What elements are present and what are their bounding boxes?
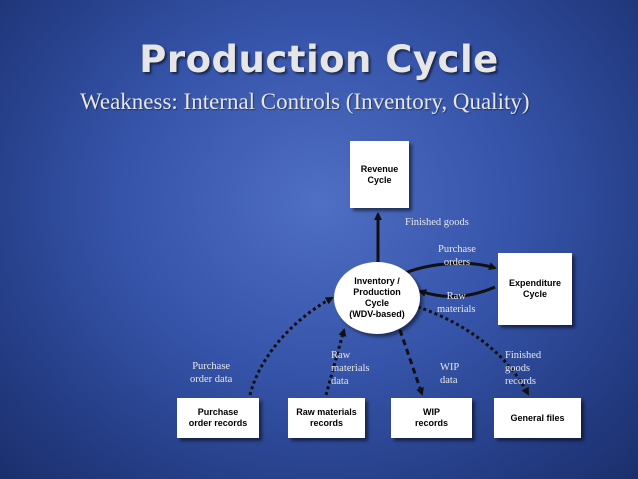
slide-subtitle: Weakness: Internal Controls (Inventory, … <box>80 89 530 114</box>
label-finished-goods: Finished goods <box>405 217 469 228</box>
label-wip-data: WIP data <box>440 362 460 386</box>
slide-title: Production Cycle <box>139 38 499 81</box>
inventory-production-cycle-ellipse: Inventory / Production Cycle (WDV-based) <box>334 262 420 334</box>
label-raw-materials: Raw materials <box>437 291 476 315</box>
expenditure-cycle-box: Expenditure Cycle <box>498 253 572 325</box>
raw-materials-records-box: Raw materials records <box>288 398 365 438</box>
label-finished-goods-records: Finished goods records <box>505 350 542 387</box>
revenue-cycle-label: Revenue Cycle <box>360 163 399 185</box>
purchase-order-records-label: Purchase order records <box>188 407 248 428</box>
wip-records-box: WIP records <box>391 398 472 438</box>
general-files-label: General files <box>510 412 565 423</box>
expenditure-cycle-label: Expenditure Cycle <box>508 278 561 299</box>
arrow-raw-materials <box>418 285 496 298</box>
purchase-order-records-box: Purchase order records <box>177 398 259 438</box>
label-raw-materials-data: Raw materials data <box>331 350 370 387</box>
label-purchase-orders: Purchase orders <box>438 244 476 268</box>
wip-records-label: WIP records <box>414 407 449 428</box>
arrow-purchase-order-data <box>248 296 334 396</box>
arrow-finished-goods-records <box>411 303 530 396</box>
label-purchase-order-data: Purchase order data <box>190 361 233 385</box>
raw-materials-records-label: Raw materials records <box>296 407 357 428</box>
arrow-wip-data <box>398 329 424 396</box>
general-files-box: General files <box>494 398 581 438</box>
revenue-cycle-box: Revenue Cycle <box>350 141 409 208</box>
arrow-raw-materials-data <box>324 328 347 396</box>
arrow-purchase-orders <box>399 261 497 277</box>
inventory-production-cycle-label: Inventory / Production Cycle (WDV-based) <box>349 276 405 319</box>
